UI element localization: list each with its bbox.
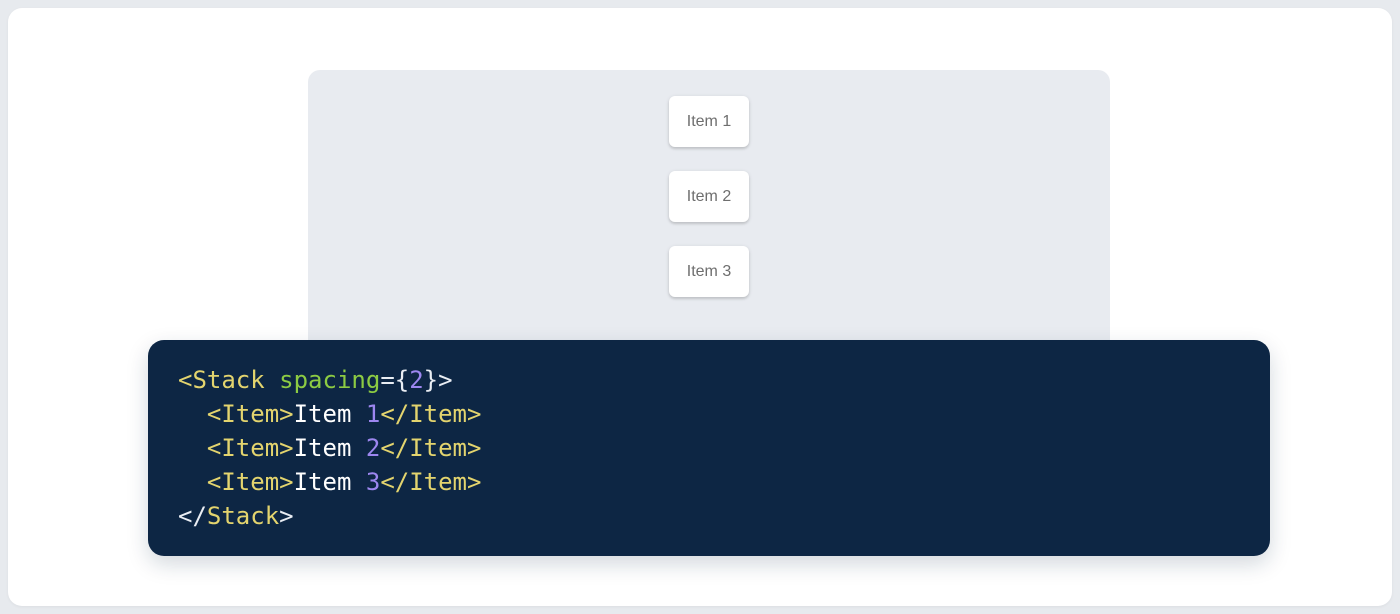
code-token: <Item> xyxy=(206,400,294,428)
stack-demo: Item 1 Item 2 Item 3 xyxy=(308,70,1110,297)
code-token: </Item> xyxy=(380,468,482,496)
code-token: </ xyxy=(178,502,207,530)
code-token: </Item> xyxy=(380,400,482,428)
code-line: <Stack spacing={2}> xyxy=(178,363,1240,397)
code-token: Item xyxy=(293,400,366,428)
code-token xyxy=(265,366,279,394)
code-token xyxy=(178,400,207,428)
code-block: <Stack spacing={2}> <Item>Item 1</Item> … xyxy=(148,340,1270,556)
code-token: <Stack xyxy=(178,366,265,394)
stack-item: Item 2 xyxy=(669,171,749,222)
code-token: 3 xyxy=(365,468,381,496)
code-line: </Stack> xyxy=(178,499,1240,533)
code-token: 2 xyxy=(409,366,424,394)
code-line: <Item>Item 3</Item> xyxy=(178,465,1240,499)
code-line: <Item>Item 2</Item> xyxy=(178,431,1240,465)
code-token: Item xyxy=(293,468,366,496)
code-token: ={ xyxy=(380,366,410,394)
code-token: > xyxy=(279,502,294,530)
code-token xyxy=(178,468,207,496)
code-token: spacing xyxy=(279,366,381,394)
code-token: </Item> xyxy=(380,434,482,462)
stack-item: Item 1 xyxy=(669,96,749,147)
stack-item: Item 3 xyxy=(669,246,749,297)
code-token: 2 xyxy=(365,434,381,462)
code-line: <Item>Item 1</Item> xyxy=(178,397,1240,431)
code-token: }> xyxy=(423,366,453,394)
code-token: 1 xyxy=(365,400,381,428)
code-sample: <Stack spacing={2}> <Item>Item 1</Item> … xyxy=(178,363,1240,533)
code-token: <Item> xyxy=(206,434,294,462)
code-token: <Item> xyxy=(206,468,294,496)
code-token xyxy=(178,434,207,462)
code-token: Stack xyxy=(206,502,280,530)
code-token: Item xyxy=(293,434,366,462)
